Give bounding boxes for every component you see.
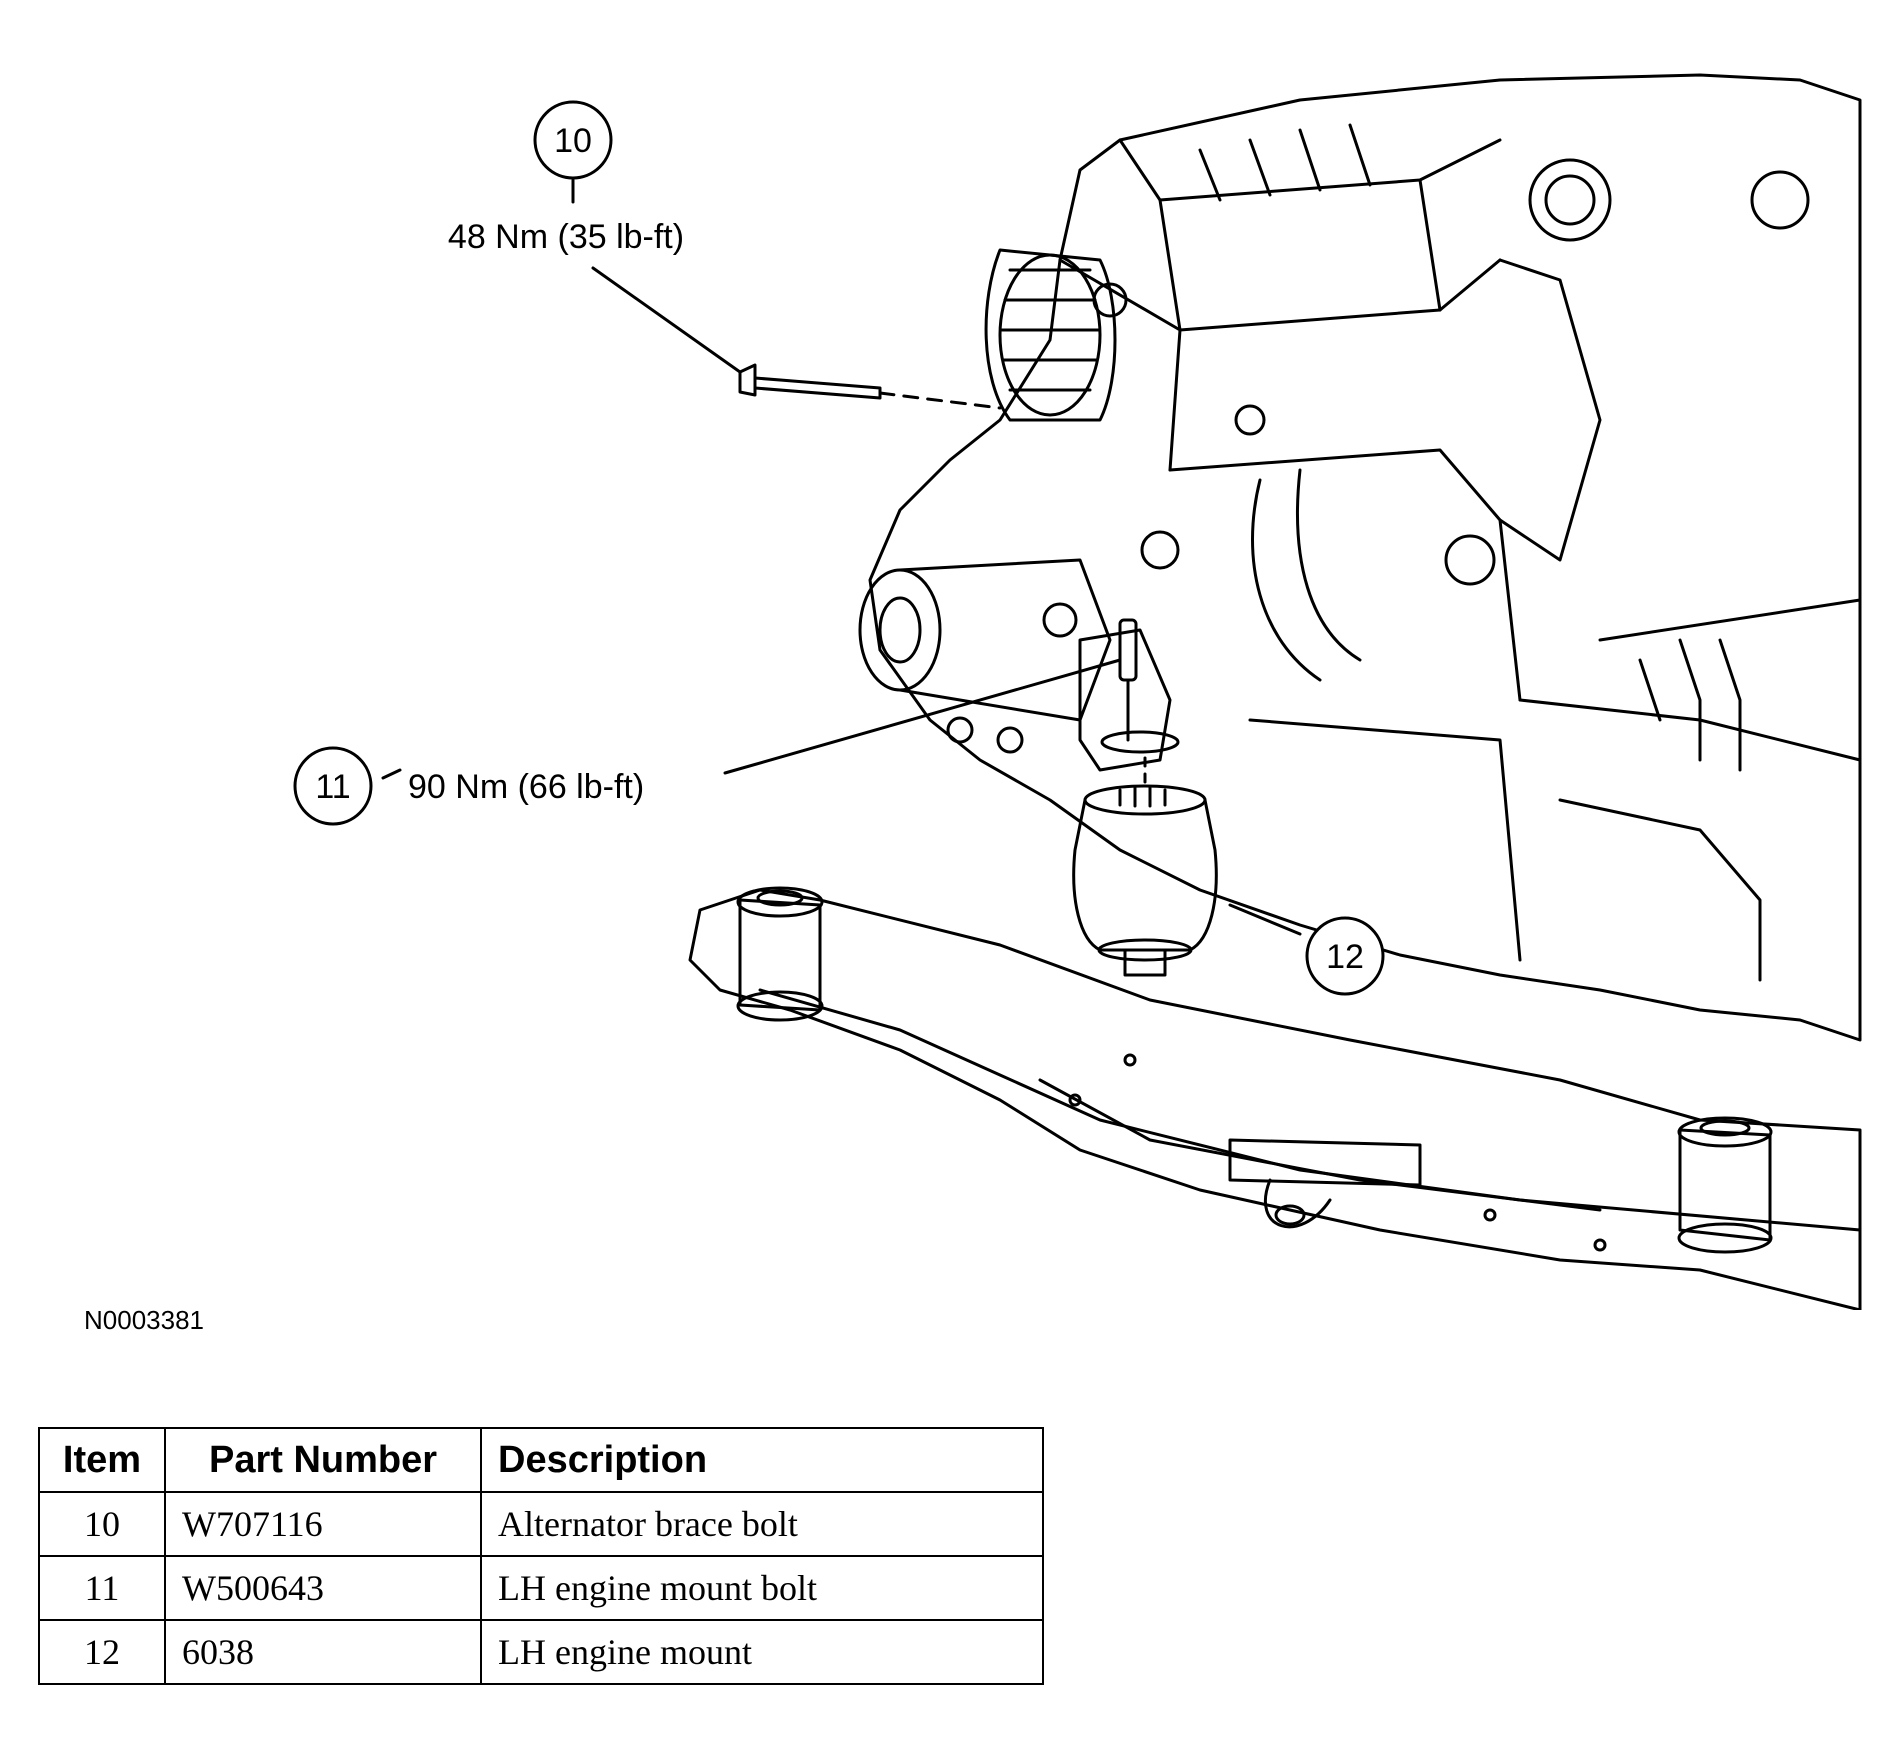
parts-table: Item Part Number Description 10 W707116 …: [38, 1427, 1044, 1685]
engine-mount: [1072, 756, 1218, 977]
table-header-row: Item Part Number Description: [38, 1427, 1044, 1493]
mount-bracket: [1078, 618, 1180, 772]
callout-12-number: 12: [1326, 938, 1364, 976]
engine-mount-illustration: 10 48 Nm (35 lb-ft) 11 90 Nm (66 lb-ft) …: [293, 73, 1862, 1310]
callout-10-number: 10: [554, 122, 592, 160]
row-part-number: W500643: [164, 1555, 482, 1621]
row-part-number: 6038: [164, 1619, 482, 1685]
header-item: Item: [38, 1427, 166, 1493]
row-description: Alternator brace bolt: [480, 1491, 1044, 1557]
row-part-number: W707116: [164, 1491, 482, 1557]
engine-assembly: [868, 73, 1862, 1042]
callout-11: 11 90 Nm (66 lb-ft): [293, 746, 644, 826]
header-part-number: Part Number: [164, 1427, 482, 1493]
callout-11-number: 11: [315, 768, 350, 806]
row-description: LH engine mount: [480, 1619, 1044, 1685]
callout-10-torque: 48 Nm (35 lb-ft): [448, 218, 684, 256]
row-item: 11: [38, 1555, 166, 1621]
alternator: [984, 248, 1128, 422]
row-item: 10: [38, 1491, 166, 1557]
callout-12: 12: [1305, 916, 1385, 996]
ac-compressor: [858, 558, 1112, 754]
bolt-10: [738, 363, 1002, 410]
callout-11-torque: 90 Nm (66 lb-ft): [408, 768, 644, 806]
table-row: 11 W500643 LH engine mount bolt: [38, 1555, 1044, 1621]
row-description: LH engine mount bolt: [480, 1555, 1044, 1621]
callout-10: 10 48 Nm (35 lb-ft): [448, 100, 684, 256]
row-item: 12: [38, 1619, 166, 1685]
header-description: Description: [480, 1427, 1044, 1493]
figure-id: N0003381: [84, 1305, 204, 1335]
table-row: 10 W707116 Alternator brace bolt: [38, 1491, 1044, 1557]
subframe: [688, 886, 1862, 1310]
table-row: 12 6038 LH engine mount: [38, 1619, 1044, 1685]
